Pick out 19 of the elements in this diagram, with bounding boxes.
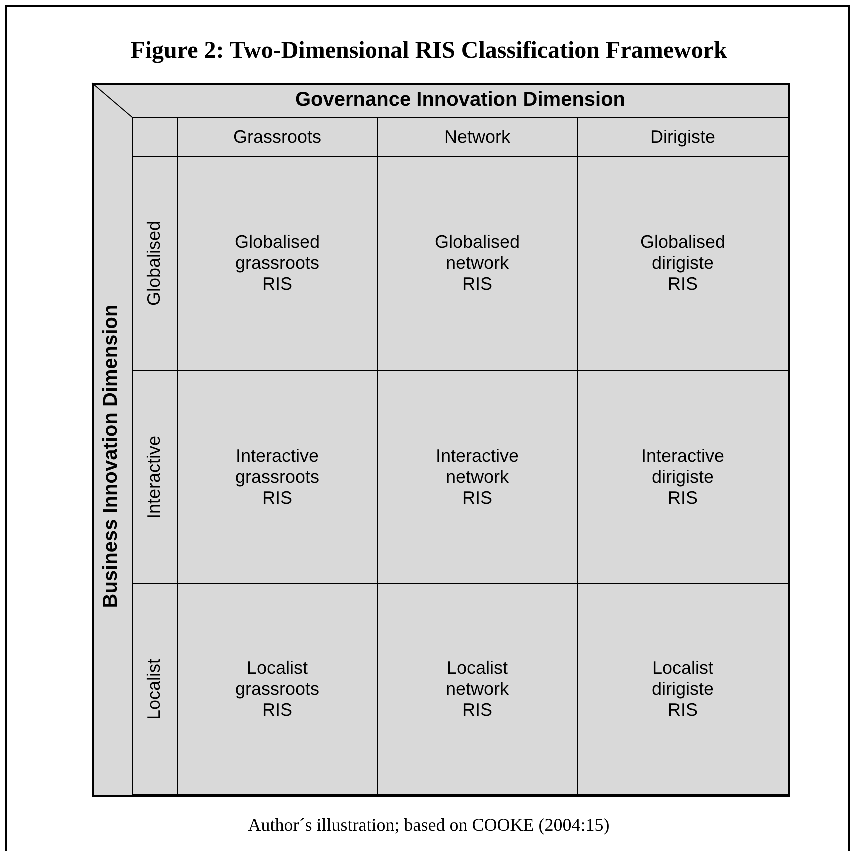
classification-cell-text: Interactive grassroots RIS [234, 446, 321, 508]
classification-cell-text: Interactive dirigiste RIS [640, 446, 726, 508]
row-heading: Localist [144, 658, 166, 720]
column-heading: Grassroots [233, 126, 322, 148]
classification-cell-text: Globalised network RIS [434, 232, 522, 295]
classification-cell-text: Localist network RIS [444, 658, 510, 720]
classification-cell-text: Globalised grassroots RIS [234, 232, 322, 295]
dimension-heading: Governance Innovation Dimension [295, 88, 626, 112]
figure-caption: Author´s illustration; based on COOKE (2004:15) [247, 815, 611, 836]
row-heading: Globalised [144, 220, 166, 306]
classification-cell-text: Globalised dirigiste RIS [639, 232, 727, 295]
column-heading: Network [444, 126, 510, 148]
classification-cell-text: Interactive network RIS [434, 446, 520, 508]
column-heading: Dirigiste [650, 126, 716, 148]
classification-cell-text: Localist dirigiste RIS [650, 658, 716, 720]
classification-cell-text: Localist grassroots RIS [234, 658, 321, 720]
figure-title: Figure 2: Two-Dimensional RIS Classification Framework [130, 38, 728, 65]
row-heading: Interactive [144, 435, 166, 519]
dimension-heading: Business Innovation Dimension [100, 304, 124, 608]
